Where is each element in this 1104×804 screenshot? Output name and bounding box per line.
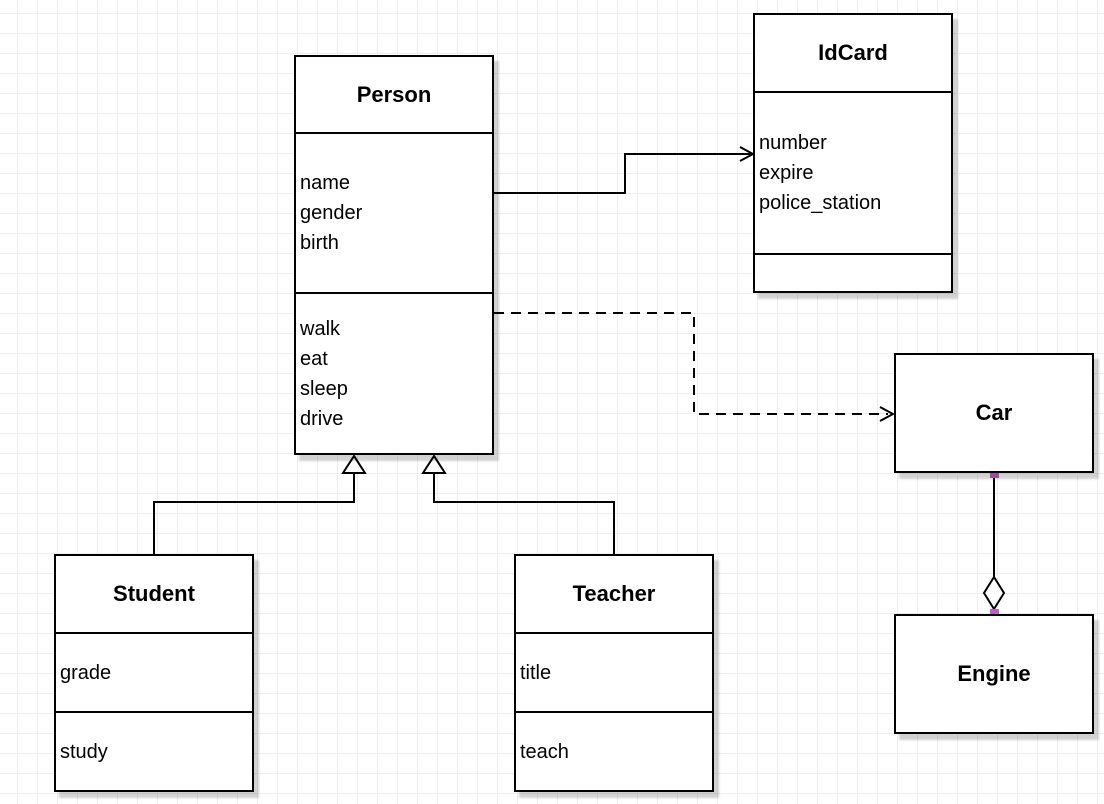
class-person-attributes: name gender birth (296, 134, 492, 294)
open-arrow-icon (879, 406, 896, 422)
dependency-person-car[interactable] (494, 312, 888, 415)
class-person-methods: walk eat sleep drive (300, 317, 348, 430)
association-person-idcard[interactable] (494, 153, 751, 194)
hollow-diamond-icon (982, 575, 1006, 611)
connection-point-engine[interactable] (990, 609, 999, 618)
class-teacher-methods: teach (520, 740, 569, 763)
class-idcard-attributes: number expire police_station (755, 93, 951, 255)
class-student-attributes: grade (56, 634, 252, 713)
class-person-title: Person (296, 57, 492, 134)
generalization-teacher-person[interactable] (433, 474, 615, 554)
class-student-title: Student (56, 556, 252, 634)
class-engine[interactable]: Engine (894, 614, 1094, 734)
class-student[interactable]: Student grade study (54, 554, 254, 792)
class-teacher-attributes: title (516, 634, 712, 713)
class-idcard-methods (755, 255, 951, 291)
class-car-title: Car (975, 400, 1013, 425)
class-student-methods: study (60, 740, 108, 763)
class-engine-title: Engine (957, 661, 1031, 686)
hollow-triangle-icon (341, 454, 367, 474)
class-teacher[interactable]: Teacher title teach (514, 554, 714, 792)
class-car[interactable]: Car (894, 353, 1094, 473)
class-person[interactable]: Person name gender birth walk eat sleep … (294, 55, 494, 455)
generalization-student-person[interactable] (153, 474, 355, 554)
class-idcard[interactable]: IdCard number expire police_station (753, 13, 953, 293)
class-idcard-title: IdCard (755, 15, 951, 93)
hollow-triangle-icon (421, 454, 447, 474)
class-teacher-title: Teacher (516, 556, 712, 634)
connection-point-car[interactable] (990, 469, 999, 478)
